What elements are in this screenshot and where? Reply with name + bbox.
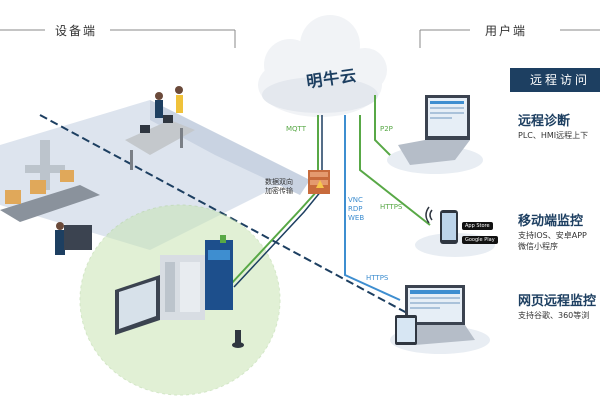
feature-title-mobile: 移动端监控	[518, 214, 584, 229]
https-mobile-label: HTTPS	[380, 203, 403, 211]
hmi-panel	[115, 275, 160, 335]
plc-unit	[160, 235, 233, 320]
feature-title-web: 网页远程监控	[518, 294, 597, 309]
feature-desc-mobile-1: 支持IOS、安卓APP	[518, 231, 587, 240]
web-label: WEB	[348, 214, 365, 222]
remote-access-title: 远程访问	[510, 68, 600, 92]
feature-desc-web: 支持谷歌、360等浏	[518, 311, 590, 320]
phone-icon	[415, 206, 495, 257]
office-workers	[125, 86, 195, 170]
feature-title-diagnosis: 远程诊断	[518, 114, 571, 129]
device-side-title: 设备端	[55, 24, 98, 38]
robot-arm	[0, 140, 100, 255]
router-icon	[308, 170, 330, 194]
laptop-icon	[387, 95, 483, 174]
vnc-link	[344, 115, 401, 301]
p2p-link	[374, 95, 396, 161]
vnc-label: VNC	[348, 196, 363, 204]
encryption-label-1: 数据双向	[265, 178, 293, 186]
feature-desc-mobile-2: 微信小程序	[518, 242, 558, 251]
feature-desc-diagnosis: PLC、HMI远程上下	[518, 131, 589, 140]
user-side-title: 用户端	[485, 24, 528, 38]
p2p-label: P2P	[380, 125, 393, 133]
rdp-label: RDP	[348, 205, 363, 213]
mqtt-label: MQTT	[286, 125, 306, 133]
cloud-icon	[258, 15, 387, 117]
beacon-icon	[232, 330, 244, 348]
mqtt-link	[229, 115, 319, 286]
app-store-badge: App Store	[462, 222, 493, 230]
google-play-badge: Google Play	[462, 236, 498, 244]
encryption-label-2: 加密传输	[265, 187, 293, 195]
https-mobile-link	[359, 115, 431, 226]
https-web-label: HTTPS	[366, 274, 389, 282]
web-laptop-icon	[390, 285, 490, 354]
